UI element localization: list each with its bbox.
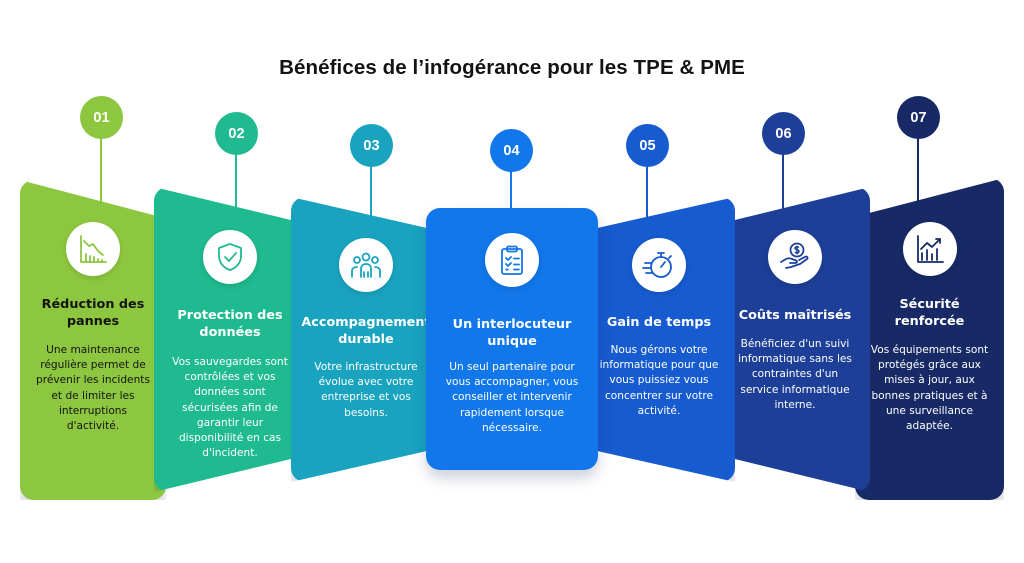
- infographic-title: Bénéfices de l’infogérance pour les TPE …: [279, 56, 745, 79]
- declining-chart-icon: [66, 222, 120, 276]
- benefit-card-un-interlocuteur-unique: Un interlocuteur unique Un seul partenair…: [426, 208, 598, 470]
- connector-line: [235, 152, 237, 211]
- step-number-badge: 03: [350, 124, 393, 167]
- team-icon: [339, 238, 393, 292]
- clipboard-checklist-icon: [485, 233, 539, 287]
- step-number-badge: 06: [762, 112, 805, 155]
- connector-line: [917, 136, 919, 202]
- connector-line: [782, 152, 784, 211]
- benefit-description: Un seul partenaire pour vous accompagner…: [445, 361, 579, 434]
- stopwatch-icon: [632, 238, 686, 292]
- connector-line: [370, 164, 372, 221]
- step-number-badge: 04: [490, 129, 533, 172]
- benefit-description: Nous gérons votre informatique pour que …: [599, 344, 719, 417]
- connector-line: [100, 136, 102, 204]
- growth-chart-icon: [902, 222, 957, 276]
- step-number-badge: 07: [897, 96, 940, 139]
- shield-check-icon: [203, 230, 257, 284]
- benefit-description: Votre infrastructure évolue avec votre e…: [314, 361, 418, 419]
- benefit-title: Sécurité renforcée: [894, 297, 965, 329]
- benefit-description: Vos équipements sont protégés grâce aux …: [870, 344, 989, 433]
- connector-line: [646, 164, 648, 221]
- benefit-title: Accompagnement durable: [301, 315, 431, 347]
- benefit-description: Vos sauvegardes sont contrôlées et vos d…: [172, 356, 288, 460]
- connector-line: [510, 169, 512, 232]
- benefit-title: Réduction des pannes: [41, 297, 145, 329]
- benefit-description: Bénéficiez d'un suivi informatique sans …: [738, 338, 852, 411]
- benefit-title: Coûts maîtrisés: [738, 308, 852, 323]
- benefit-description: Une maintenance régulière permet de prév…: [36, 344, 150, 433]
- benefit-title: Un interlocuteur unique: [452, 317, 572, 349]
- benefit-title: Protection des données: [177, 308, 283, 340]
- step-number-badge: 02: [215, 112, 258, 155]
- step-number-badge: 05: [626, 124, 669, 167]
- hand-coin-icon: [768, 230, 822, 284]
- step-number-badge: 01: [80, 96, 123, 139]
- benefit-title: Gain de temps: [606, 315, 712, 330]
